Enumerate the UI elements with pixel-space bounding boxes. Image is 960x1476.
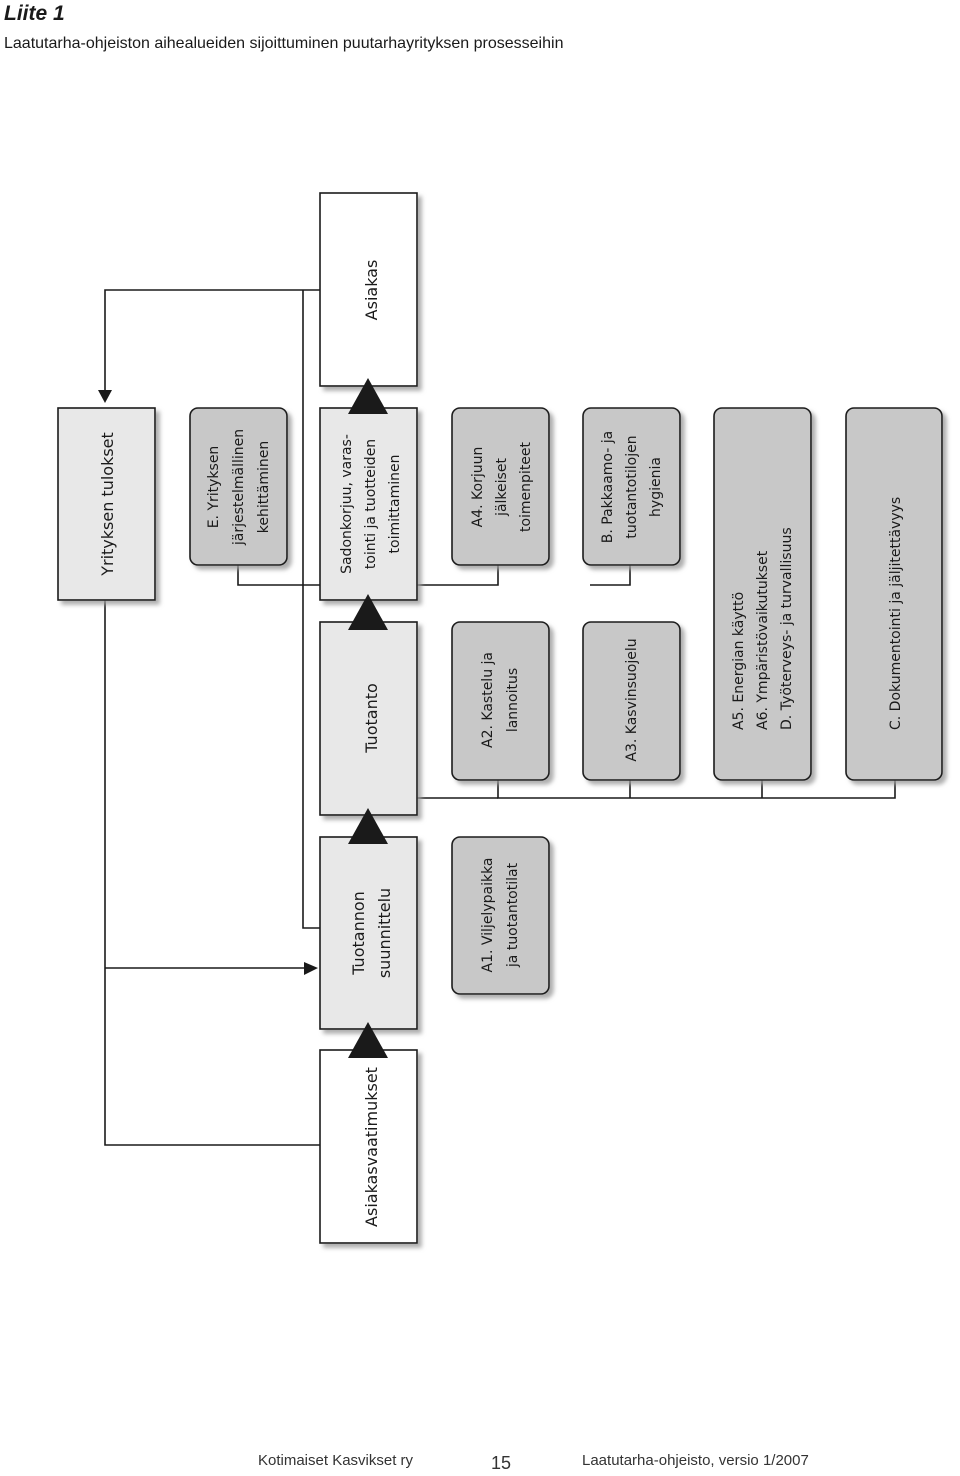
topic-a1-line-2: ja tuotantotilat: [505, 862, 521, 968]
topic-a1-line-1: A1. Viljelypaikka: [480, 857, 496, 972]
arrowhead-results: [98, 390, 112, 403]
connector-a4: [416, 565, 499, 586]
footer-version: Laatutarha-ohjeisto, versio 1/2007: [582, 1452, 809, 1469]
company-results-label: Yrityksen tulokset: [98, 432, 117, 577]
topic-c-box: [845, 407, 943, 781]
topic-b-line-3: hygienia: [648, 457, 664, 517]
topic-a3-box: [582, 621, 681, 781]
topic-a2-line-2: lannoitus: [505, 668, 521, 732]
planning-line-2: suunnittelu: [375, 888, 394, 978]
flow-arrow-to-customer: [348, 378, 388, 414]
customer-box: [319, 192, 418, 387]
connector-bottom-row: [497, 780, 896, 799]
connector-b: [590, 565, 631, 586]
flow-arrow-to-harvest: [348, 594, 388, 630]
topic-b-box: [582, 407, 681, 566]
connector-customer-results: [104, 289, 320, 395]
topic-b-line-1: B. Pakkaamo- ja: [600, 431, 616, 543]
connector-lines: [104, 289, 896, 1146]
harvest-line-1: Sadonkorjuu, varas-: [339, 434, 355, 574]
topic-a4-line-3: toimenpiteet: [518, 441, 534, 532]
appendix-title: Liite 1: [4, 2, 65, 25]
arrowhead-planning: [304, 962, 318, 975]
harvest-line-3: toimittaminen: [387, 455, 403, 554]
topic-a4-line-2: jälkeiset: [494, 458, 510, 517]
page-number: 15: [491, 1453, 512, 1473]
diagram-subtitle: Laatutarha-ohjeiston aihealueiden sijoit…: [4, 35, 564, 52]
topic-a2-line-1: A2. Kastelu ja: [480, 652, 496, 748]
topic-a2-box: [451, 621, 550, 781]
harvest-line-2: tointi ja tuotteiden: [363, 439, 379, 569]
customer-requirements-label: Asiakasvaatimukset: [362, 1067, 381, 1227]
topic-b-line-2: tuotantotilojen: [624, 435, 640, 538]
system-dev-line-3: kehittäminen: [256, 441, 272, 533]
topic-a6-line: A6. Ympäristövaikutukset: [755, 550, 771, 730]
topic-a3-line-1: A3. Kasvinsuojelu: [624, 638, 640, 761]
connector-results-requirements: [104, 600, 320, 1146]
topic-a4-box: [451, 407, 550, 566]
topic-a1-box: [451, 836, 550, 995]
topic-a5-a6-d-box: [713, 407, 812, 781]
planning-box: [319, 836, 418, 1030]
connector-customer-planning: [302, 290, 320, 929]
customer-label: Asiakas: [362, 260, 381, 321]
customer-requirements-box: [319, 1049, 418, 1244]
planning-line-1: Tuotannon: [349, 891, 368, 976]
footer-publisher: Kotimaiset Kasvikset ry: [258, 1452, 414, 1469]
topic-a5-line: A5. Energian käyttö: [731, 592, 747, 730]
topic-a4-line-1: A4. Korjuun: [470, 447, 486, 528]
system-dev-box: [189, 407, 288, 566]
topic-d-line: D. Työterveys- ja turvallisuus: [779, 527, 795, 730]
production-box: [319, 621, 418, 816]
system-dev-line-2: järjestelmällinen: [231, 429, 247, 546]
topic-c-line: C. Dokumentointi ja jäljitettävyys: [888, 497, 904, 730]
company-results-box: [57, 407, 156, 601]
flow-arrow-to-planning: [348, 1022, 388, 1058]
production-label: Tuotanto: [362, 683, 381, 754]
flow-arrow-to-production: [348, 808, 388, 844]
system-dev-line-1: E. Yrityksen: [206, 446, 222, 529]
